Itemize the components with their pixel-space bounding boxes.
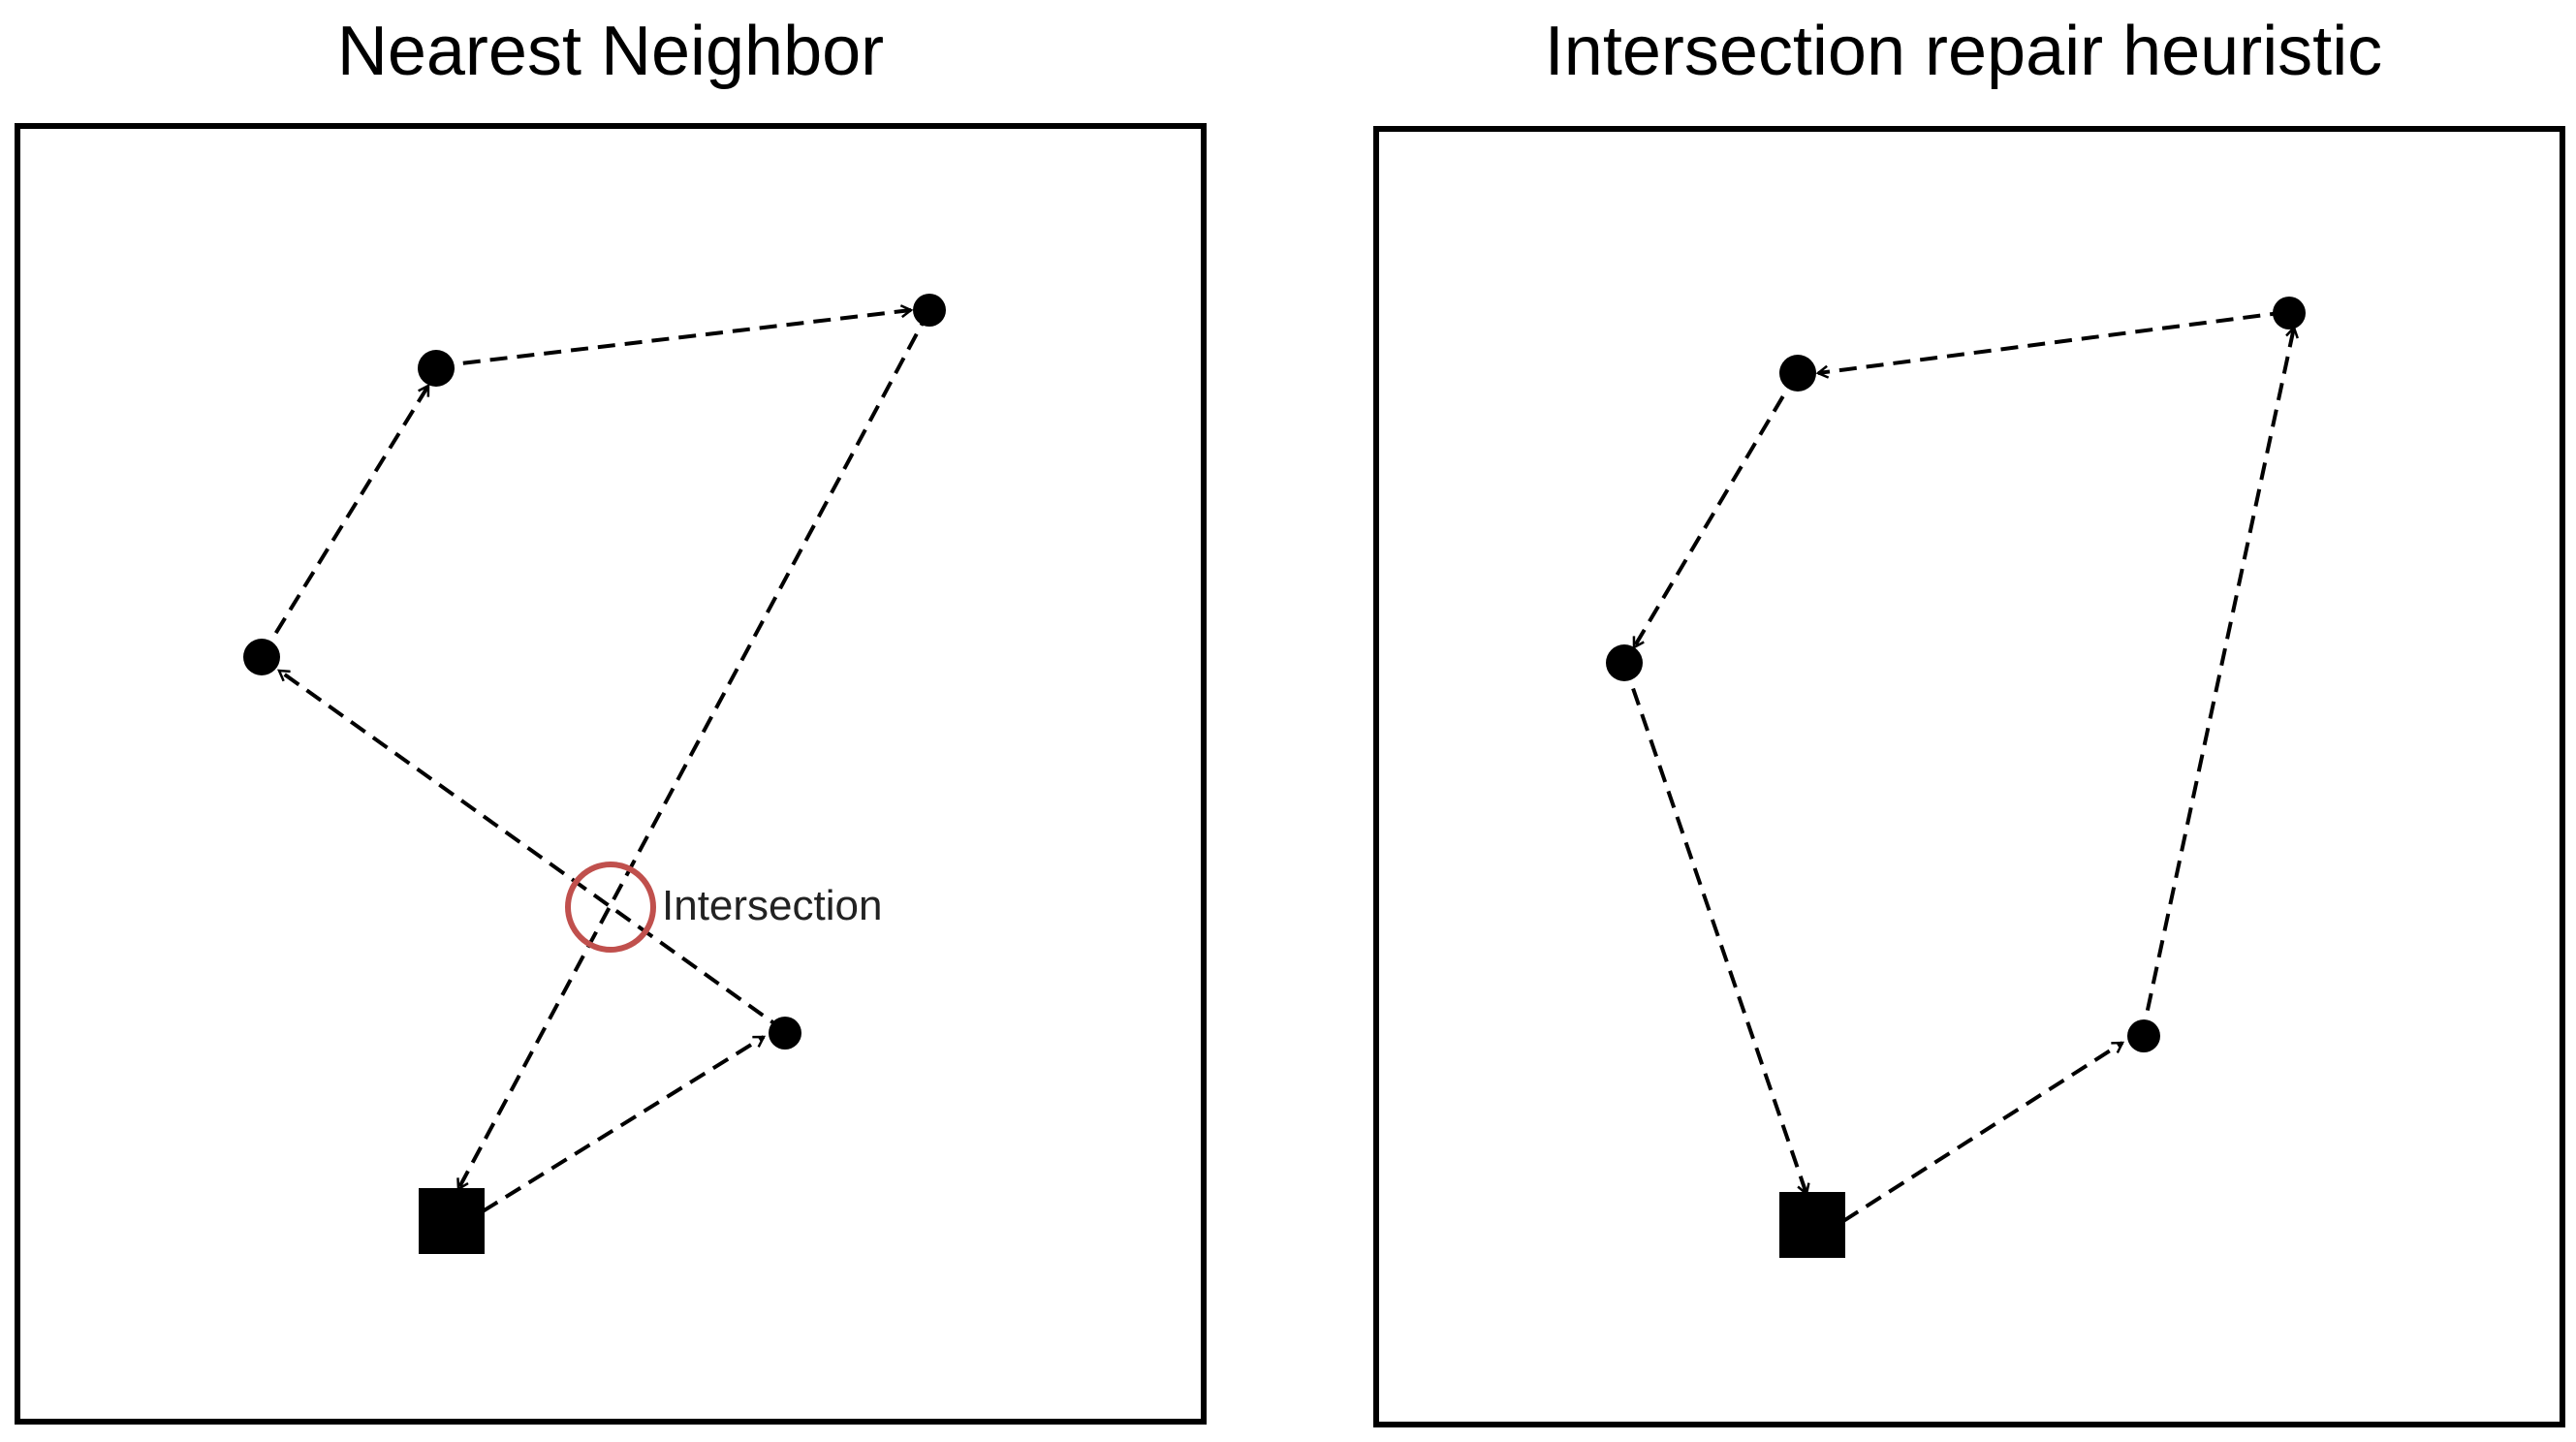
route-edge (1841, 1041, 2122, 1223)
depot-square (1779, 1192, 1845, 1258)
route-edge (260, 386, 430, 658)
route-edges-left (260, 309, 931, 1213)
intersection-label: Intersection (662, 882, 882, 929)
panel-frame-left (15, 123, 1207, 1425)
customer-node (2127, 1019, 2160, 1052)
customer-node (913, 294, 946, 327)
route-edges-right (1622, 310, 2294, 1223)
customer-node (1606, 644, 1643, 681)
route-edge (1632, 371, 1799, 647)
panel-title-intersection-repair: Intersection repair heuristic (1545, 13, 2382, 90)
panel-frame-right (1373, 126, 2565, 1427)
customer-node (2273, 297, 2306, 329)
route-edge (481, 1035, 764, 1213)
route-edge (1818, 310, 2288, 373)
route-edge (458, 309, 931, 1189)
route-edge (2140, 328, 2294, 1038)
route-edge (279, 669, 787, 1033)
customer-nodes-left (243, 294, 946, 1050)
customer-node (1779, 355, 1816, 392)
customer-node (243, 639, 280, 675)
depot-square (419, 1188, 485, 1254)
panel-intersection-repair: Intersection repair heuristic (1373, 13, 2565, 1427)
route-edge (435, 310, 911, 368)
route-edge (1622, 662, 1806, 1194)
customer-nodes-right (1606, 297, 2306, 1052)
customer-node (769, 1017, 801, 1050)
panel-title-nearest-neighbor: Nearest Neighbor (337, 13, 884, 90)
panel-nearest-neighbor: Nearest Neighbor Intersection (15, 13, 1207, 1425)
customer-node (418, 350, 455, 387)
intersection-circle (565, 862, 656, 953)
